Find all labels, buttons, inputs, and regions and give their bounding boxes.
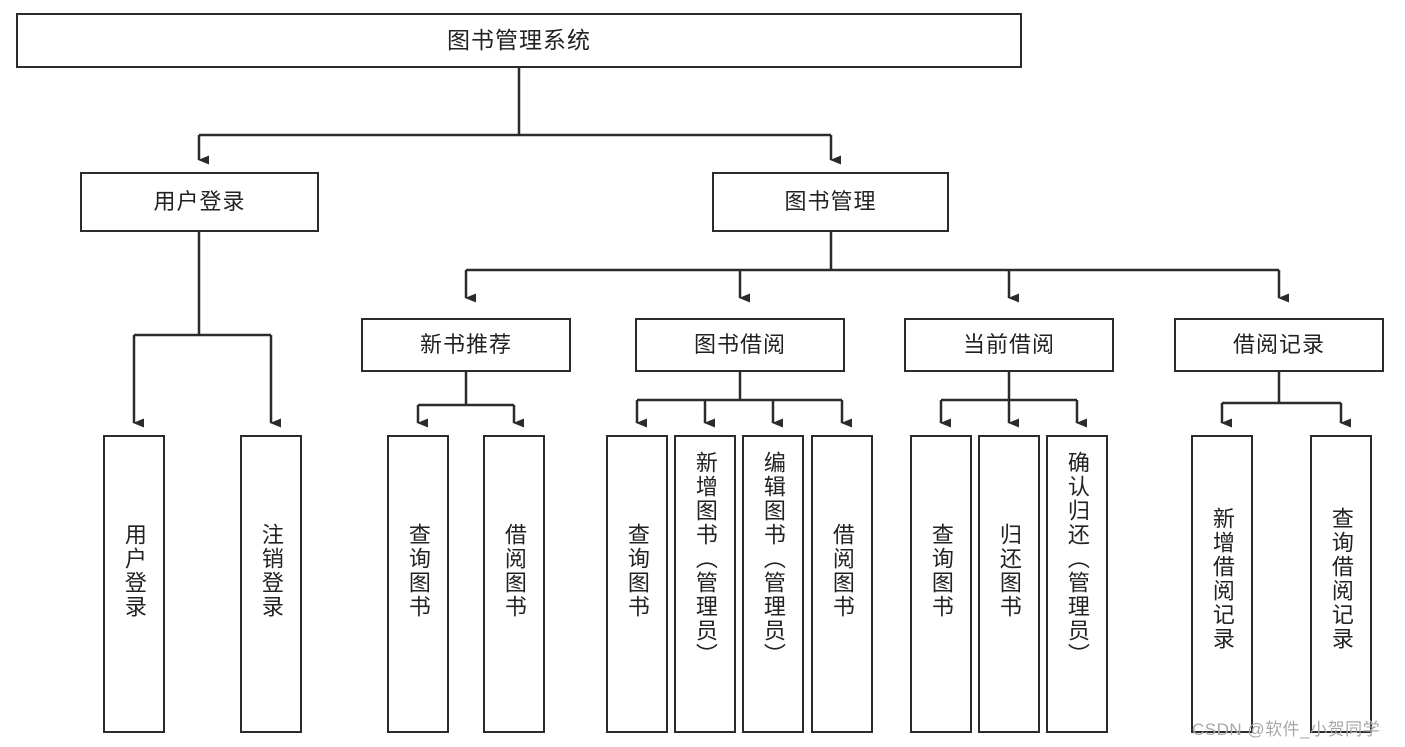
leaf-add-book-admin[interactable]: 新增图书（管理员） (674, 435, 736, 733)
leaf-label: 新增借阅记录 (1209, 507, 1235, 651)
leaf-confirm-return-admin[interactable]: 确认归还（管理员） (1046, 435, 1108, 733)
leaf-user-login[interactable]: 用户登录 (103, 435, 165, 733)
node-borrow-records[interactable]: 借阅记录 (1174, 318, 1384, 372)
leaf-label: 编辑图书（管理员） (760, 451, 786, 667)
node-label: 用户登录 (153, 188, 246, 214)
leaf-borrow-book[interactable]: 借阅图书 (811, 435, 873, 733)
leaf-label: 归还图书 (996, 523, 1022, 619)
leaf-label: 查询图书 (928, 523, 954, 619)
node-current-borrow[interactable]: 当前借阅 (904, 318, 1114, 372)
leaf-borrow-book-recommend[interactable]: 借阅图书 (483, 435, 545, 733)
leaf-query-book-borrow[interactable]: 查询图书 (606, 435, 668, 733)
node-label: 借阅记录 (1232, 331, 1325, 357)
leaf-label: 确认归还（管理员） (1064, 451, 1090, 667)
node-root-system[interactable]: 图书管理系统 (16, 13, 1022, 68)
leaf-label: 查询图书 (624, 523, 650, 619)
leaf-logout[interactable]: 注销登录 (240, 435, 302, 733)
leaf-query-borrow-record[interactable]: 查询借阅记录 (1310, 435, 1372, 733)
leaf-label: 查询借阅记录 (1328, 507, 1354, 651)
node-label: 图书借阅 (693, 331, 786, 357)
node-new-book-recommend[interactable]: 新书推荐 (361, 318, 571, 372)
leaf-label: 查询图书 (405, 523, 431, 619)
node-label: 图书管理系统 (447, 26, 591, 53)
leaf-return-book[interactable]: 归还图书 (978, 435, 1040, 733)
leaf-label: 新增图书（管理员） (692, 451, 718, 667)
node-label: 新书推荐 (419, 331, 512, 357)
node-user-login[interactable]: 用户登录 (80, 172, 319, 232)
leaf-query-book-recommend[interactable]: 查询图书 (387, 435, 449, 733)
leaf-query-book-current[interactable]: 查询图书 (910, 435, 972, 733)
node-label: 图书管理 (784, 188, 877, 214)
node-label: 当前借阅 (962, 331, 1055, 357)
leaf-label: 用户登录 (121, 523, 147, 619)
leaf-label: 注销登录 (258, 523, 284, 619)
leaf-add-borrow-record[interactable]: 新增借阅记录 (1191, 435, 1253, 733)
leaf-label: 借阅图书 (501, 523, 527, 619)
leaf-label: 借阅图书 (829, 523, 855, 619)
node-book-borrow[interactable]: 图书借阅 (635, 318, 845, 372)
csdn-watermark: CSDN @软件_小贺同学 (1192, 720, 1381, 739)
leaf-edit-book-admin[interactable]: 编辑图书（管理员） (742, 435, 804, 733)
node-book-management[interactable]: 图书管理 (712, 172, 949, 232)
